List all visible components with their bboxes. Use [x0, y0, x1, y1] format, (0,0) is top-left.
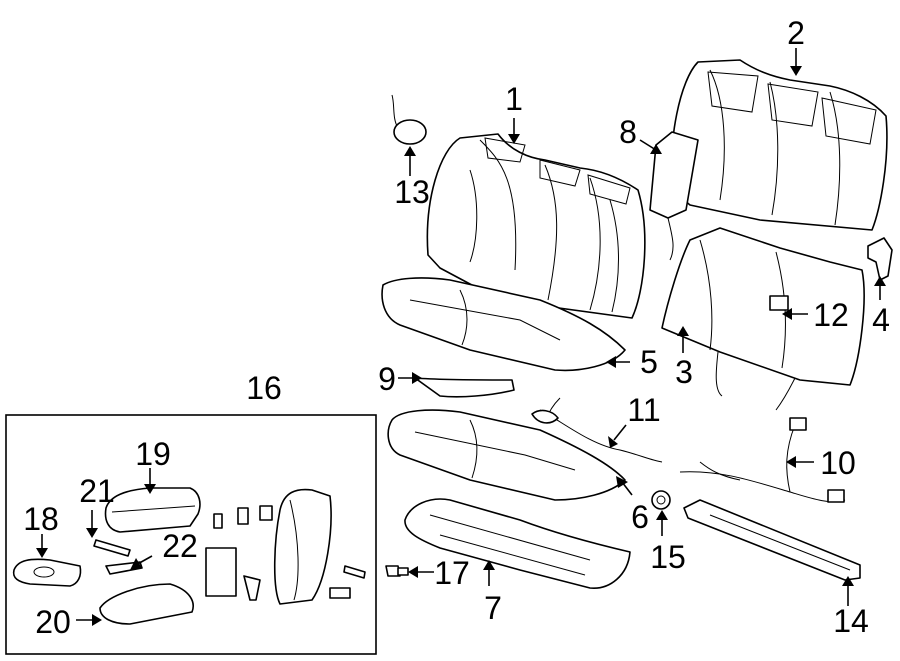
part-2-seat-back-frame — [670, 59, 888, 231]
callout-1: 1 — [505, 81, 523, 117]
callout-17: 17 — [434, 555, 470, 591]
part-13-loop — [391, 94, 427, 145]
callout-7: 7 — [484, 590, 502, 626]
kit-box-16 — [5, 414, 377, 655]
part-4-bracket — [867, 237, 893, 281]
callout-16: 16 — [246, 370, 282, 406]
part-5-cushion-cover — [381, 277, 626, 372]
callout-5: 5 — [640, 344, 658, 380]
callout-21: 21 — [79, 473, 115, 509]
part-20-armrest-base — [99, 583, 194, 625]
part-10-wire-harness — [679, 417, 846, 503]
callout-12: 12 — [813, 297, 849, 333]
part-19-armrest — [104, 487, 201, 533]
part-9-trim — [414, 377, 515, 398]
leader-lines — [36, 48, 886, 626]
callout-11: 11 — [627, 392, 660, 428]
part-8-side-panel — [649, 131, 699, 261]
callout-4: 4 — [872, 302, 890, 338]
part-7-cushion-frame — [404, 498, 631, 589]
callout-3: 3 — [675, 354, 693, 390]
callout-2: 2 — [787, 15, 805, 51]
part-11-cable — [531, 397, 663, 463]
callout-20: 20 — [35, 604, 71, 640]
callout-8: 8 — [619, 114, 637, 150]
callout-18: 18 — [23, 501, 59, 537]
part-18-cupholder — [12, 558, 82, 587]
callout-13: 13 — [394, 174, 430, 210]
part-3-seat-back-pad — [661, 227, 865, 411]
part-21-rod — [93, 539, 131, 557]
callout-22: 22 — [162, 528, 198, 564]
part-1-seat-back-cover — [426, 133, 646, 319]
callout-14: 14 — [833, 603, 869, 639]
callout-15: 15 — [650, 539, 686, 575]
part-12-clip — [769, 295, 789, 311]
part-15-grommet — [651, 490, 671, 510]
kit-bracket-assembly — [205, 488, 366, 605]
callout-10: 10 — [820, 445, 856, 481]
callout-9: 9 — [378, 361, 396, 397]
part-6-cushion-pad — [387, 409, 626, 501]
part-14-rail — [683, 499, 861, 581]
callout-6: 6 — [631, 499, 649, 535]
part-17-bolt — [385, 565, 409, 577]
callout-19: 19 — [135, 436, 171, 472]
